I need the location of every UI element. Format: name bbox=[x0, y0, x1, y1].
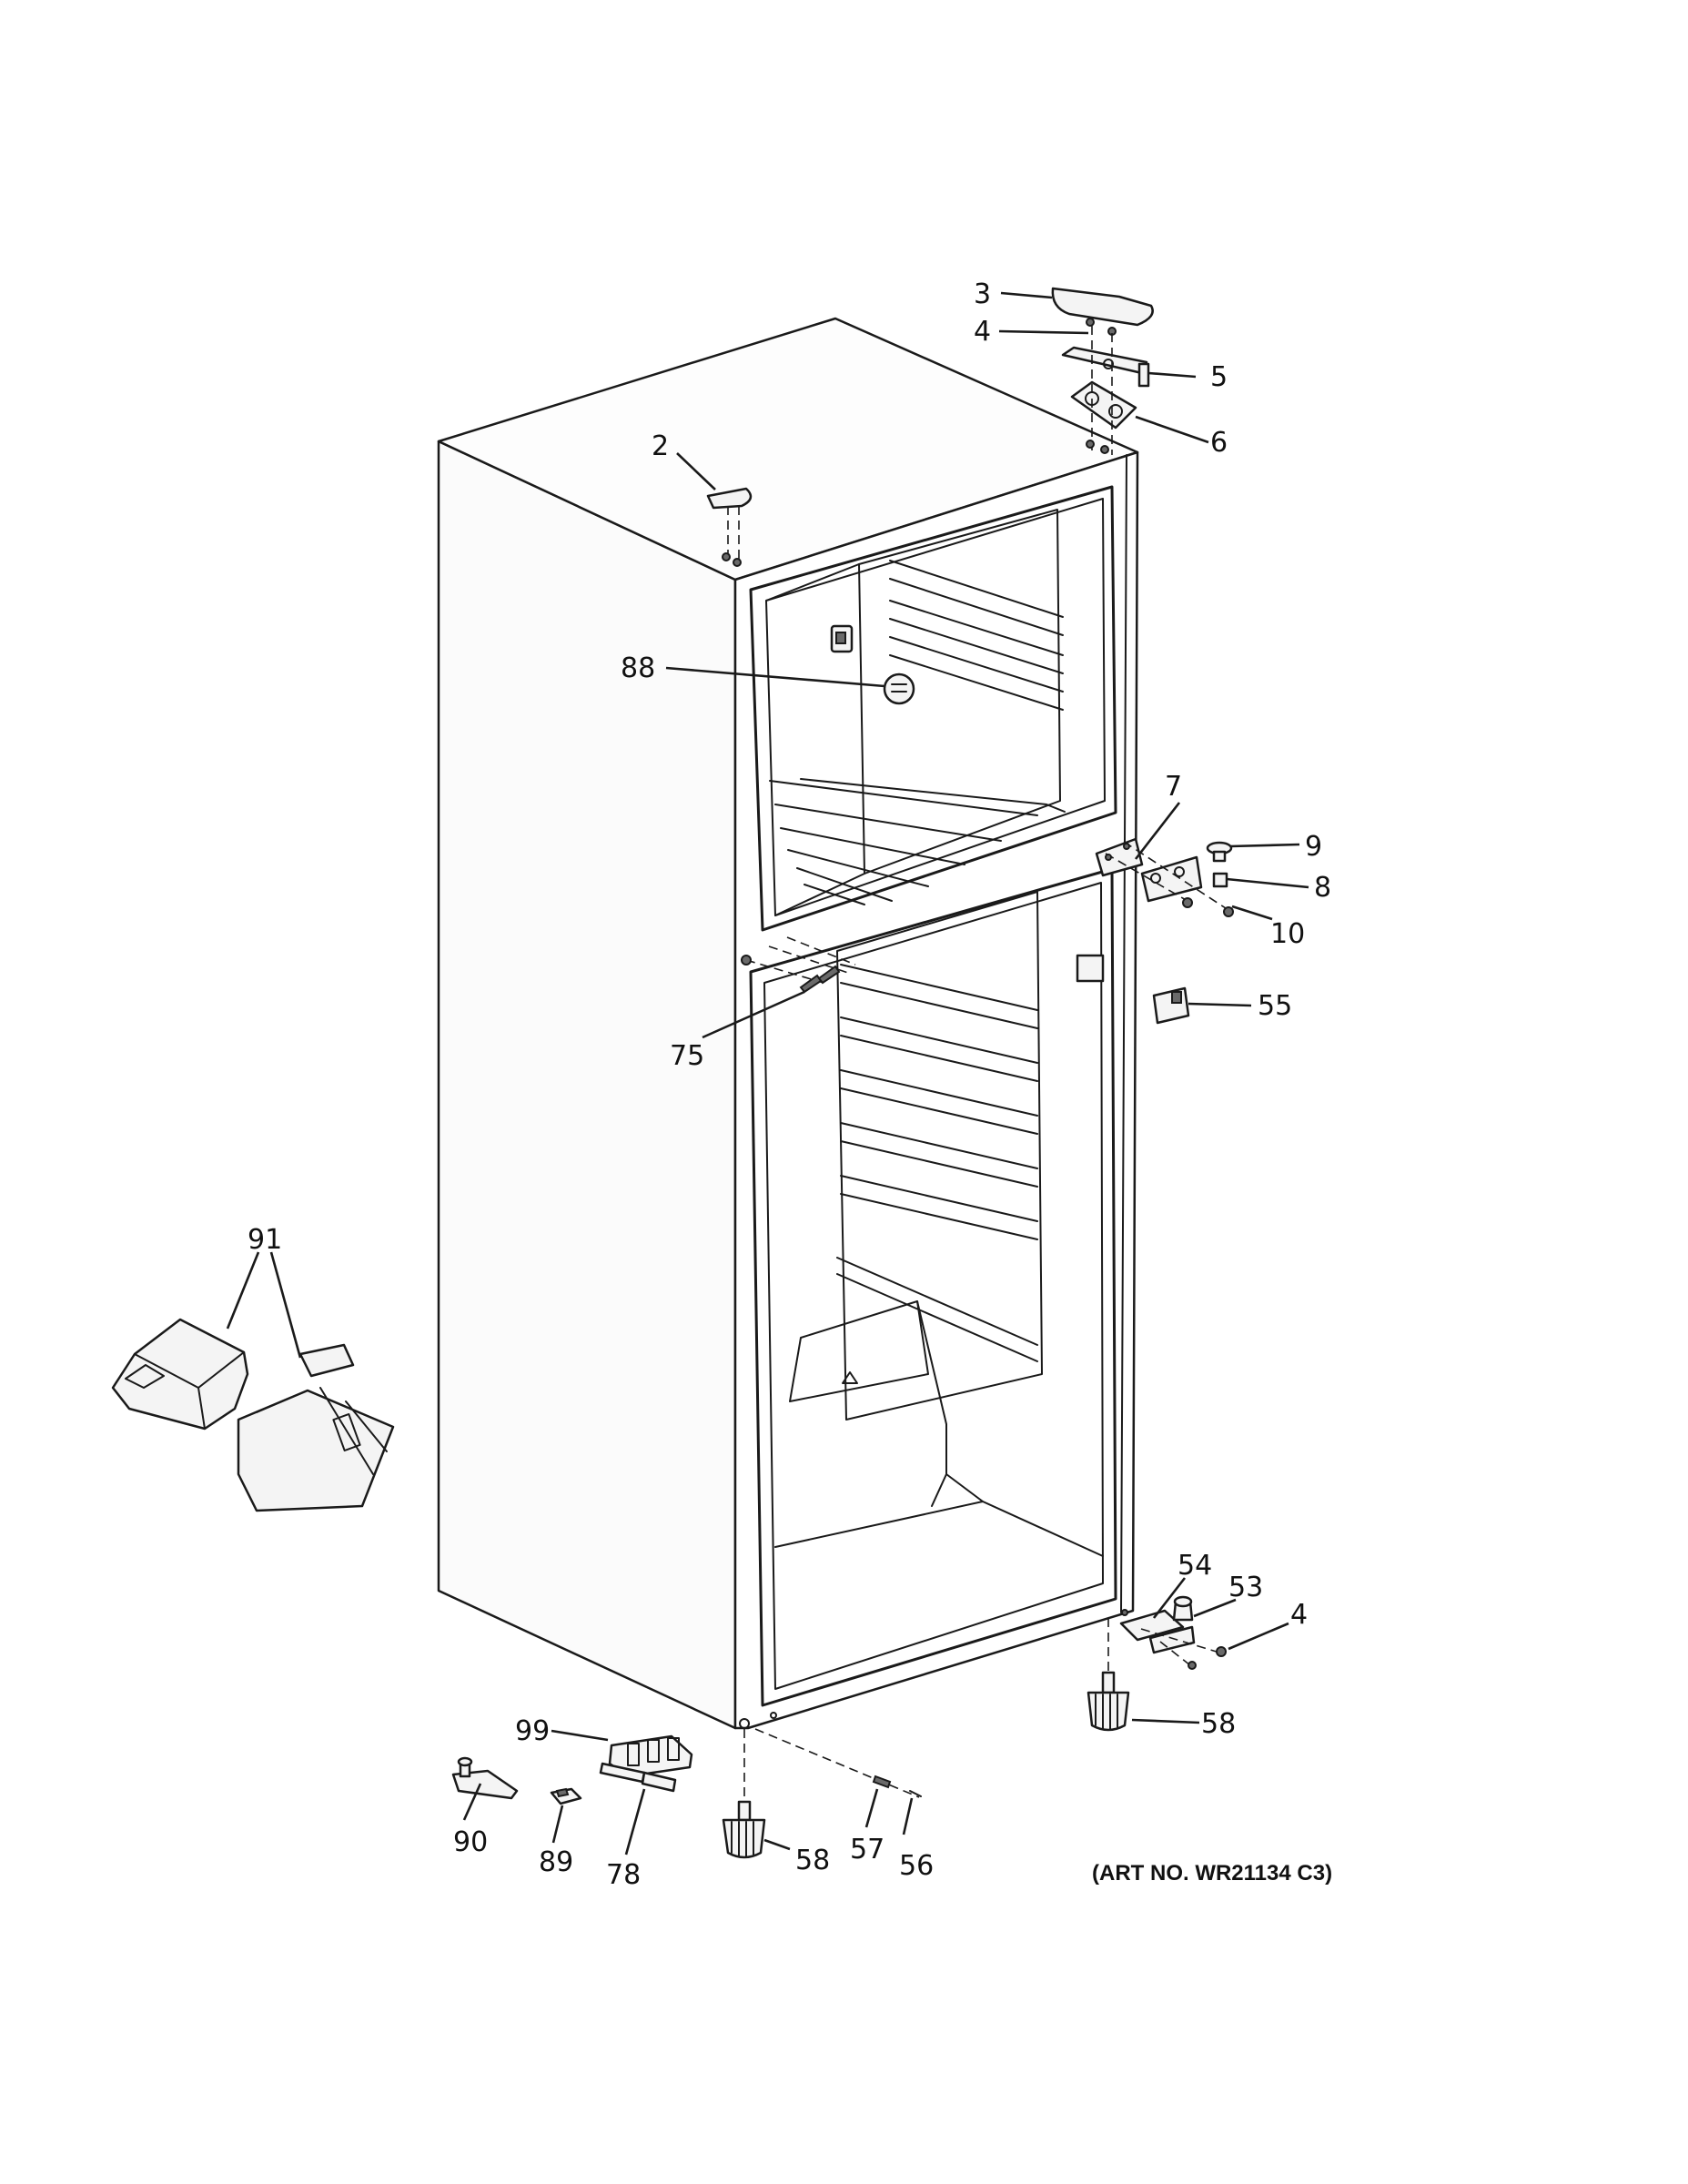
freezer-compartment bbox=[749, 485, 1117, 932]
top-hinge bbox=[1061, 346, 1150, 388]
callout-55: 55 bbox=[1258, 990, 1292, 1022]
hinge-bracket bbox=[451, 1756, 519, 1800]
leader-lines bbox=[226, 291, 1309, 1855]
art-number: (ART NO. WR21134 C3) bbox=[1092, 1861, 1332, 1886]
top-hinge-cover bbox=[1051, 287, 1154, 327]
callout-88: 88 bbox=[621, 652, 655, 684]
callout-3: 3 bbox=[974, 278, 991, 310]
callout-7: 7 bbox=[1165, 771, 1182, 803]
callout-75: 75 bbox=[670, 1040, 704, 1072]
callout-10: 10 bbox=[1270, 918, 1305, 950]
callout-2: 2 bbox=[652, 430, 669, 462]
callout-99: 99 bbox=[515, 1715, 550, 1747]
door-stop bbox=[1152, 986, 1190, 1025]
bottom-hinge-assembly bbox=[1119, 1595, 1227, 1670]
callout-78: 78 bbox=[606, 1859, 641, 1891]
callout-54: 54 bbox=[1178, 1550, 1212, 1582]
door-clip bbox=[550, 1787, 582, 1805]
callout-5: 5 bbox=[1210, 361, 1228, 393]
callout-57: 57 bbox=[850, 1834, 884, 1866]
callout-labels: 3 4 5 6 2 88 7 9 8 10 55 75 91 54 53 4 5… bbox=[248, 278, 1331, 1891]
callout-8: 8 bbox=[1314, 872, 1331, 904]
rear-bracket bbox=[608, 1734, 693, 1778]
callout-4-bottom: 4 bbox=[1290, 1599, 1308, 1631]
callout-9: 9 bbox=[1305, 831, 1322, 863]
hinge-shim bbox=[1070, 380, 1137, 430]
front-frame-screws bbox=[741, 936, 856, 994]
callout-91: 91 bbox=[248, 1224, 282, 1256]
callout-89: 89 bbox=[539, 1846, 573, 1878]
shipping-brackets bbox=[111, 1318, 395, 1512]
fresh-food-compartment bbox=[749, 867, 1117, 1707]
callout-56: 56 bbox=[899, 1850, 934, 1882]
callout-58-right: 58 bbox=[1201, 1708, 1236, 1740]
left-top-cover bbox=[706, 487, 753, 567]
callout-58-left: 58 bbox=[795, 1845, 830, 1876]
leveling-leg-right bbox=[1087, 1618, 1130, 1732]
callout-90: 90 bbox=[453, 1826, 488, 1858]
callout-53: 53 bbox=[1228, 1572, 1263, 1603]
base-screws bbox=[754, 1728, 922, 1798]
callout-4: 4 bbox=[974, 316, 991, 348]
callout-6: 6 bbox=[1210, 427, 1228, 459]
cabinet-body bbox=[437, 317, 1139, 1730]
leveling-leg-left bbox=[722, 1712, 777, 1859]
door-pin bbox=[599, 1762, 677, 1793]
